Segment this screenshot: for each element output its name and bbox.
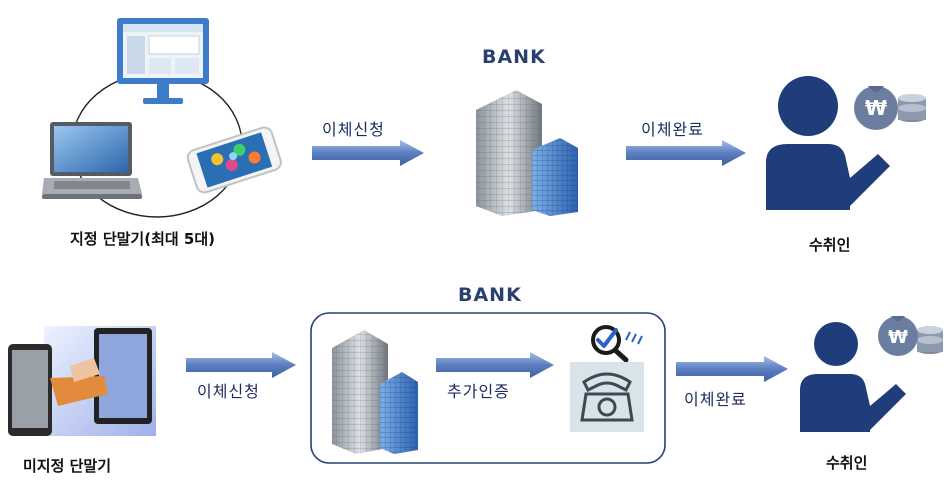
bank-title: BANK [482,46,546,68]
won-symbol: ₩ [865,96,887,120]
request-arrow [186,352,296,378]
laptop-icon [42,122,142,199]
bank-building-icon [332,330,418,454]
recipient-caption: 수취인 [826,454,868,472]
complete-label: 이체완료 [641,120,704,139]
money-bag-icon: ₩ [878,316,943,356]
bank-title: BANK [458,284,522,306]
complete-label: 이체완료 [684,390,747,409]
auth-label: 추가인증 [447,382,510,401]
auth-arrow [436,352,554,378]
complete-arrow [626,140,746,166]
recipient-person-icon [800,322,906,432]
request-label: 이체신청 [197,382,260,401]
won-symbol: ₩ [888,327,908,348]
smartphone-icon [186,126,282,194]
recipient-caption: 수취인 [809,236,851,254]
money-bag-icon: ₩ [854,86,926,130]
request-arrow [312,140,424,166]
unregistered-device-icon [8,326,156,436]
monitor-icon [117,18,209,104]
verification-magnifier-icon [591,325,643,363]
devices-caption: 지정 단말기(최대 5대) [70,230,215,248]
recipient-person-icon [766,76,890,210]
telephone-icon [570,362,644,432]
bank-building-icon [476,90,578,216]
request-label: 이체신청 [322,120,385,139]
complete-arrow [676,356,788,382]
unregistered-device-caption: 미지정 단말기 [23,457,112,475]
